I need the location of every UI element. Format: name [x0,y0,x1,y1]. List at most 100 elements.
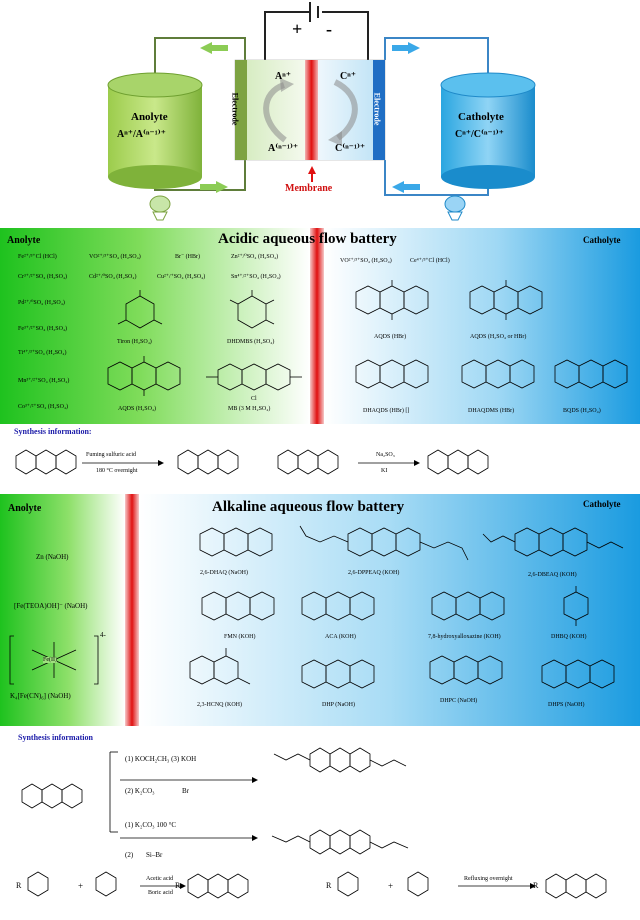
anolyte-item: Cd²⁺/⁰SO₄ (H₂SO₄) [89,274,137,280]
ferrocyanide-center: Fe(II) [43,657,57,663]
tiron-structure [117,290,163,329]
mb-structure [206,363,302,391]
alkaline-membrane-bg [125,494,139,726]
dppeaq-structure [299,525,469,561]
acidic-membrane-bg [310,228,324,424]
ferrocyanide-charge: 4- [100,631,106,639]
anolyte-item: Ti⁴⁺/³⁺SO₄ (H₂SO₄) [18,350,67,356]
dhaq-structure [199,527,273,557]
acidic-anolyte-label: Anolyte [7,235,41,246]
aqds-mix-structure [469,280,543,320]
synthesis1-title: Synthesis information: [14,427,92,436]
synthesis2-reflux: Refluxing overnight [464,876,513,882]
anolyte-item: Fe²⁺/³⁺Cl (HCl) [18,254,57,260]
acidic-catholyte-label: Catholyte [583,235,621,245]
anolyte-item: Co³⁺/²⁺SO₄ (H₂SO₄) [18,404,69,410]
left-electrode-label: Electrode [230,92,240,126]
molecule-label: FMN (KOH) [224,634,256,640]
molecule-label: DHBQ (KOH) [551,634,587,640]
a-oxidized-label: Aⁿ⁺ [275,71,291,82]
dhaqdms-label: DHAQDMS (HBr) [468,408,515,414]
hydroxyalloxazine-structure [431,591,505,621]
ferrocyanide-label: K₄[Fe(CN)₆] (NaOH) [10,692,71,700]
molecule-label: DHPC (NaOH) [440,698,478,704]
substituent-r-3: R [326,881,332,890]
anolyte-item: Cu²⁺/⁺SO₄ (H₂SO₄) [157,274,206,280]
c-oxidized-label: Cⁿ⁺ [340,71,356,82]
anolyte-item: Br⁻ (HBr) [175,254,200,260]
aqds-anolyte-structure [107,356,181,396]
dhaqds-structure [355,359,429,389]
molecule-label: 2,6-DPPEAQ (KOH) [348,570,400,576]
molecule-label: ACA (KOH) [325,634,356,640]
bqds-structure [554,359,628,389]
synthesis2-acetic: Acetic acid [146,876,174,882]
synthesis2-silyl-bromide: Si–Br [146,851,163,859]
hcnq-structure [189,648,251,685]
mb-label: MB (3 M H₂SO₄) [228,406,271,412]
alkaline-anolyte-bg [0,494,125,726]
fmn-structure [201,591,275,621]
zn-anolyte: Zn (NaOH) [36,553,69,561]
dhaqds-label: DHAQDS (HBr) [] [363,408,410,414]
synthesis2-title: Synthesis information [18,733,93,742]
anolyte-item: VO²⁺/³⁺SO₄ (H₂SO₄) [89,254,141,260]
molecule-label: 2,3-HCNQ (KOH) [197,702,242,708]
dhp-structure [301,659,375,689]
synthesis1-graphic [15,449,489,475]
bqds-label: BQDS (H₂SO₄) [563,408,601,414]
catholyte-item: Ce⁴⁺/³⁺Cl (HCl) [410,258,450,264]
ferrocyanide-structure [9,635,99,685]
plus-sign-1: + [78,881,84,891]
alkaline-panel: Alkaline aqueous flow battery Anolyte Ca… [0,494,640,726]
synthesis1-cond-acid: Fuming sulfuric acid [86,452,136,458]
catholyte-item: VO²⁺/³⁺SO₄ (H₂SO₄) [340,258,392,264]
substituent-r-2: R [175,881,181,890]
anolyte-tank-couple: Aⁿ⁺/A⁽ⁿ⁻¹⁾⁺ [117,129,166,140]
catholyte-tank-title: Catholyte [458,111,504,123]
aqds-mix-label: AQDS (H₂SO₄ or HBr) [470,334,527,340]
synthesis2-cond-4: (2) [125,851,134,859]
mb-chloride: Cl [251,396,257,402]
anolyte-item: Zn²⁺/⁰SO₄ (H₂SO₄) [231,254,279,260]
acidic-panel: Acidic aqueous flow battery Anolyte Cath… [0,228,640,424]
molecule-label: DHPS (NaOH) [548,702,585,708]
minus-sign: - [326,19,332,39]
aqds-hbr-structure [355,280,429,320]
anolyte-item: Fe³⁺/²⁺SO₄ (H₂SO₄) [18,326,68,332]
acidic-catholyte-bg [324,228,640,424]
synthesis-acidic: Synthesis information: Fuming sulfuric a… [0,424,640,494]
membrane-label: Membrane [285,183,333,194]
dbeaq-structure [482,527,624,557]
aqds-hbr-label: AQDS (HBr) [374,334,407,340]
schematic-graphic [107,2,536,221]
synthesis1-cond-temp: 180 °C overnight [96,468,138,474]
substituent-r-1: R [16,881,22,890]
dhdmbs-label: DHDMBS (H₂SO₄) [227,339,275,345]
synthesis2-cond-2: (2) K₂CO₃ [125,787,155,795]
anolyte-item: Cr³⁺/²⁺SO₄ (H₂SO₄) [18,274,68,280]
c-reduced-label: C⁽ⁿ⁻¹⁾⁺ [335,143,366,154]
anolyte-item: Sn⁴⁺/²⁺SO₄ (H₂SO₄) [231,274,281,280]
aca-structure [301,591,375,621]
alkaline-title: Alkaline aqueous flow battery [212,499,405,515]
acidic-anolyte-bg [0,228,310,424]
dhbq-structure [563,586,589,626]
molecule-label: 7,8-hydroxyalloxazine (KOH) [428,634,501,640]
plus-sign-2: + [388,881,394,891]
synthesis1-cond-ki: KI [381,468,388,474]
dhaqdms-structure [461,359,535,389]
aqds-anolyte-label: AQDS (H₂SO₄) [118,406,157,412]
flow-battery-schematic: + - Anolyte Aⁿ⁺/A⁽ⁿ⁻¹⁾⁺ Catholyte Cⁿ⁺/C⁽… [0,0,640,225]
anolyte-item: Mn³⁺/²⁺SO₄ (H₂SO₄) [18,378,70,384]
molecule-label: DHP (NaOH) [322,702,355,708]
synthesis2-cond-3: (1) K₂CO₃ 100 °C [125,821,177,829]
dhps-structure [541,659,615,689]
alkaline-catholyte-label: Catholyte [583,499,621,509]
right-electrode-label: Electrode [372,92,382,126]
synthesis2-graphic [21,747,607,899]
substituent-r-4: R [533,881,539,890]
anolyte-item: Pd²⁺/⁰SO₄ (H₂SO₄) [18,300,65,306]
plus-sign: + [292,19,303,39]
molecule-label: 2,6-DBEAQ (KOH) [528,572,577,578]
